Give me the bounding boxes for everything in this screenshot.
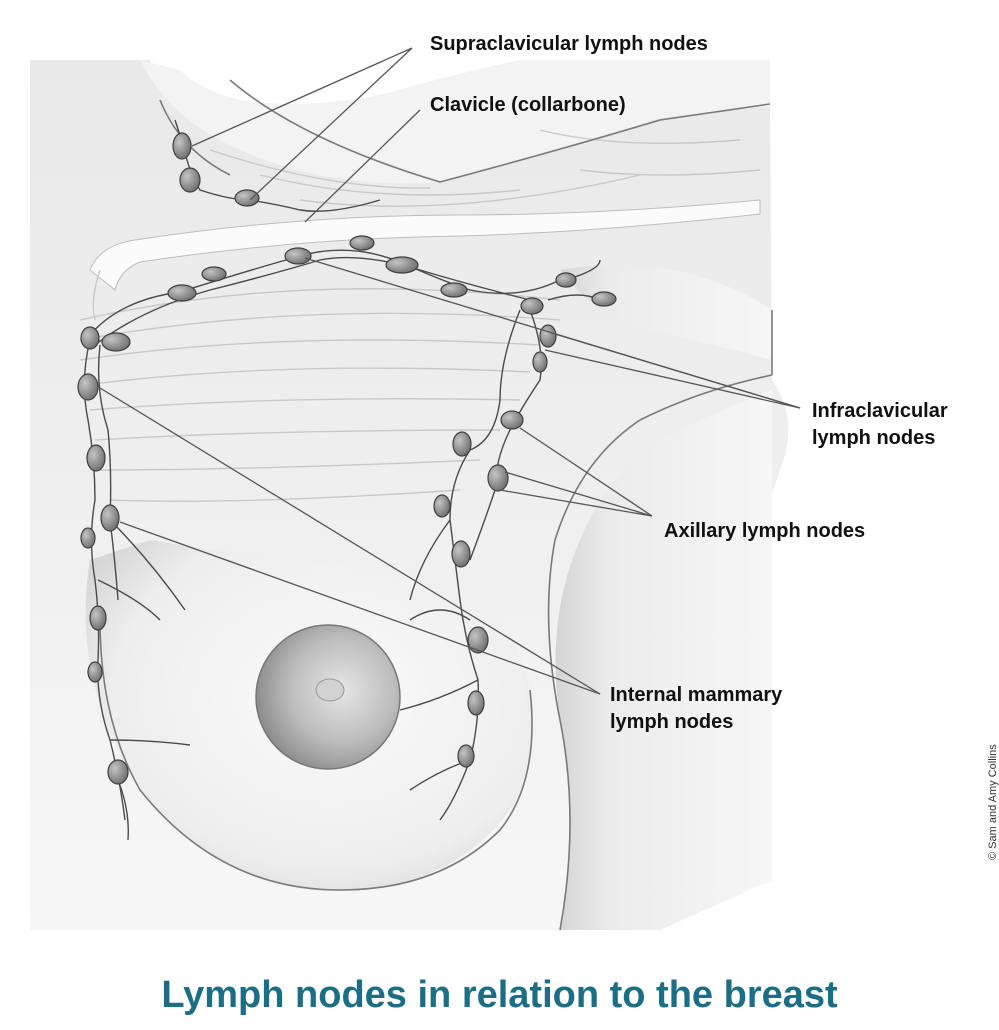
figure-caption: Lymph nodes in relation to the breast	[0, 974, 999, 1017]
label-infraclavicular-line1: Infraclavicular	[812, 398, 948, 425]
axillary-node	[458, 745, 474, 767]
internal-mammary-node	[88, 662, 102, 682]
internal-mammary-node	[78, 374, 98, 400]
copyright-credit: © Sam and Amy Collins	[987, 744, 999, 860]
clavicular-node	[202, 267, 226, 281]
internal-mammary-node	[101, 505, 119, 531]
label-axillary: Axillary lymph nodes	[664, 518, 865, 545]
label-supraclavicular-text: Supraclavicular lymph nodes	[430, 31, 708, 58]
supraclavicular-node	[173, 133, 191, 159]
axillary-node	[434, 495, 450, 517]
axillary-node	[501, 411, 523, 429]
clavicular-node	[350, 236, 374, 250]
clavicular-node	[285, 248, 311, 264]
infraclavicular-node	[592, 292, 616, 306]
clavicular-node	[168, 285, 196, 301]
internal-mammary-node	[81, 528, 95, 548]
axillary-node	[468, 691, 484, 715]
internal-mammary-node	[87, 445, 105, 471]
infraclavicular-node	[556, 273, 576, 287]
label-internal-mammary-line1: Internal mammary	[610, 682, 782, 709]
label-infraclavicular-line2: lymph nodes	[812, 425, 948, 452]
internal-mammary-node	[90, 606, 106, 630]
axillary-node	[468, 627, 488, 653]
axillary-node	[452, 541, 470, 567]
torso-skin	[30, 60, 788, 930]
supraclavicular-node	[235, 190, 259, 206]
infraclavicular-node	[533, 352, 547, 372]
label-axillary-text: Axillary lymph nodes	[664, 518, 865, 545]
axillary-node	[488, 465, 508, 491]
label-supraclavicular: Supraclavicular lymph nodes	[430, 31, 708, 58]
internal-mammary-node	[102, 333, 130, 351]
supraclavicular-node	[180, 168, 200, 192]
label-internal-mammary-line2: lymph nodes	[610, 709, 782, 736]
internal-mammary-node	[108, 760, 128, 784]
axillary-node	[453, 432, 471, 456]
clavicular-node	[441, 283, 467, 297]
internal-mammary-node	[81, 327, 99, 349]
label-clavicle-text: Clavicle (collarbone)	[430, 92, 626, 119]
label-infraclavicular: Infraclavicular lymph nodes	[812, 398, 948, 452]
clavicular-node	[386, 257, 418, 273]
label-internal-mammary: Internal mammary lymph nodes	[610, 682, 782, 736]
areola	[256, 625, 400, 769]
infraclavicular-node	[540, 325, 556, 347]
label-clavicle: Clavicle (collarbone)	[430, 92, 626, 119]
infraclavicular-node	[521, 298, 543, 314]
